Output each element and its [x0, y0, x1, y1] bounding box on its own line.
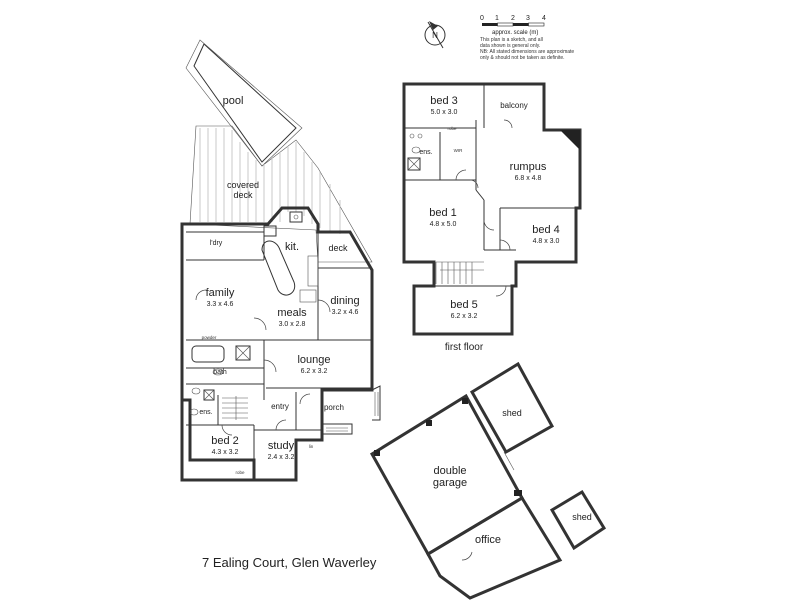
- room-label-bath: bath: [213, 369, 227, 376]
- room-label-ens-upper: ens.: [419, 149, 432, 156]
- room-label-covered: covered: [227, 180, 259, 190]
- room-label-bed4: bed 4: [532, 224, 560, 236]
- first-floor-label: first floor: [445, 342, 484, 353]
- room-label-rumpus: rumpus: [510, 161, 547, 173]
- room-label-pool: pool: [223, 95, 244, 107]
- toilet-icon: [189, 408, 199, 416]
- room-label-deck: deck: [233, 190, 253, 200]
- scale-label: approx. scale (m): [492, 30, 538, 36]
- scale-tick: 3: [526, 15, 530, 22]
- room-label-robe: robe: [235, 470, 245, 475]
- room-dim-bed4: 4.8 x 3.0: [533, 238, 560, 245]
- room-label-study: study: [268, 440, 295, 452]
- first-floor-stairs: [435, 261, 484, 284]
- office-walls: [425, 495, 563, 600]
- kitchen-island: [261, 240, 296, 296]
- shower-icon: [203, 389, 215, 401]
- room-label-ens: ens.: [199, 409, 212, 416]
- room-dim-bed2: 4.3 x 3.2: [212, 449, 239, 456]
- room-label-office: office: [475, 534, 501, 546]
- room-label-bed2: bed 2: [211, 435, 239, 447]
- scale-tick: 1: [495, 15, 499, 22]
- scale-note: data shown is general only.: [480, 43, 540, 49]
- room-label-lounge: lounge: [297, 354, 330, 366]
- shower-icon: [235, 345, 251, 361]
- outbuildings: shed double garage office shed: [369, 361, 607, 600]
- porch-steps: [322, 385, 381, 435]
- toilet-icon: [411, 146, 421, 154]
- toilet-icon: [191, 387, 201, 395]
- room-label-balcony: balcony: [500, 101, 528, 110]
- room-dim-study: 2.4 x 3.2: [268, 454, 295, 461]
- room-dim-bed1: 4.8 x 5.0: [430, 221, 457, 228]
- scale-note: This plan is a sketch, and all: [480, 37, 543, 43]
- room-label-bed3: bed 3: [430, 95, 458, 107]
- stair-void-icon: [560, 130, 580, 150]
- compass: N: [424, 21, 446, 49]
- room-label-powder: powder: [202, 335, 217, 340]
- room-dim-bed3: 5.0 x 3.0: [431, 109, 458, 116]
- sink-icon: [263, 225, 277, 237]
- room-label-ldry: l'dry: [210, 240, 223, 247]
- ground-floor: pool covered deck kit. l'dry deck family…: [180, 39, 381, 482]
- room-label-garage: garage: [433, 477, 467, 489]
- basin-icon: [212, 368, 224, 376]
- room-dim-bed5: 6.2 x 3.2: [451, 313, 478, 320]
- room-label-wir: WIR: [454, 148, 463, 153]
- room-label-bed5: bed 5: [450, 299, 478, 311]
- room-label-shed-2: shed: [572, 512, 592, 522]
- room-dim-meals: 3.0 x 2.8: [279, 321, 306, 328]
- room-label-robe-upper: robe: [447, 126, 457, 131]
- room-label-linen: lin: [309, 444, 314, 449]
- room-label-dining: dining: [330, 295, 359, 307]
- room-label-bed1: bed 1: [429, 207, 457, 219]
- room-label-double: double: [433, 465, 466, 477]
- room-dim-rumpus: 6.8 x 4.8: [515, 175, 542, 182]
- room-label-deck-side: deck: [328, 243, 348, 253]
- room-label-shed: shed: [502, 408, 522, 418]
- shed-top-walls: [469, 361, 555, 455]
- scale-note: NB: All stated dimensions are approximat…: [480, 49, 574, 55]
- room-label-meals: meals: [277, 307, 307, 319]
- room-label-kit: kit.: [285, 241, 299, 253]
- room-dim-dining: 3.2 x 4.6: [332, 309, 359, 316]
- covered-deck: [189, 125, 373, 263]
- shed-right-walls: [549, 489, 607, 551]
- room-dim-lounge: 6.2 x 3.2: [301, 368, 328, 375]
- fridge-icon: [299, 289, 317, 303]
- pool-outline: [193, 43, 297, 163]
- scale-note: only & should not be taken as definite.: [480, 55, 565, 61]
- scale-tick: 2: [511, 15, 515, 22]
- cooktop-icon: [289, 211, 303, 223]
- property-address: 7 Ealing Court, Glen Waverley: [202, 555, 377, 570]
- room-dim-family: 3.3 x 4.6: [207, 301, 234, 308]
- compass-letter: N: [432, 31, 438, 40]
- scale-tick: 0: [480, 15, 484, 22]
- room-label-entry: entry: [271, 402, 289, 411]
- shower-icon: [407, 157, 421, 171]
- ground-stairs: [222, 396, 248, 420]
- scale-bar: 0 1 2 3 4 approx. scale (m) This plan is…: [480, 15, 574, 61]
- scale-tick: 4: [542, 15, 546, 22]
- room-label-family: family: [206, 287, 235, 299]
- room-label-porch: porch: [324, 403, 344, 412]
- first-floor: bed 3 5.0 x 3.0 balcony ens. WIR robe ru…: [402, 82, 582, 353]
- bathtub-icon: [191, 345, 225, 363]
